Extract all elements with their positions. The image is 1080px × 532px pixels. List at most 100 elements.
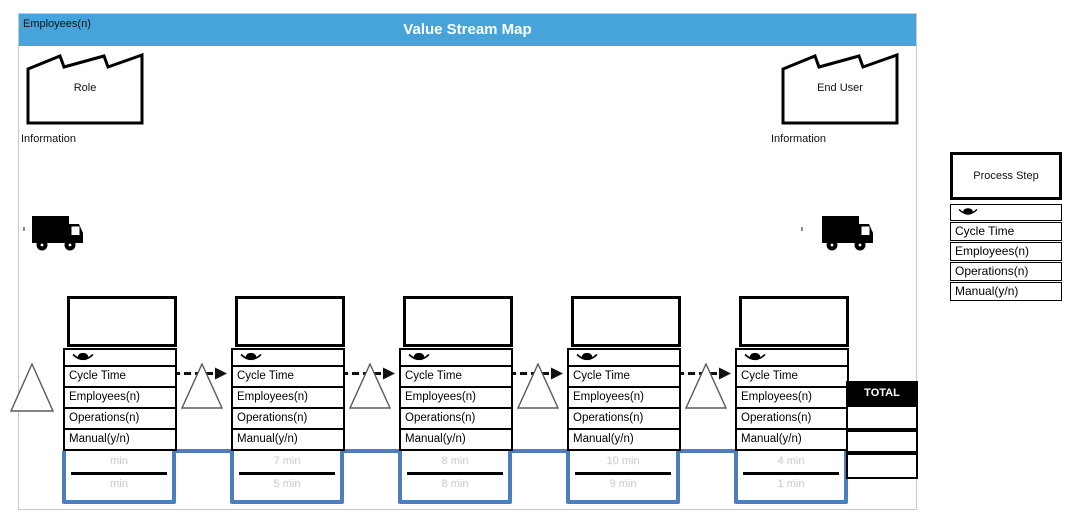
push-arrow-icon[interactable] <box>677 367 731 380</box>
row-label: Manual(y/n) <box>741 433 802 445</box>
supplier-factory-shape[interactable]: Role <box>26 52 144 125</box>
table-row[interactable]: Cycle Time <box>399 365 513 388</box>
table-row[interactable]: Operations(n) <box>63 407 177 430</box>
timeline-divider <box>239 472 335 475</box>
table-row[interactable]: Operations(n) <box>735 407 849 430</box>
timeline-divider <box>407 472 503 475</box>
timeline-top-value: 10 min <box>606 455 640 467</box>
inventory-triangle-icon[interactable] <box>9 362 55 417</box>
table-row[interactable]: Cycle Time <box>567 365 681 388</box>
eye-icon <box>72 352 94 361</box>
eye-icon <box>958 208 978 215</box>
table-row[interactable]: Employees(n) <box>399 386 513 409</box>
process-data-table: Cycle Time Employees(n) Operations(n) Ma… <box>231 348 345 451</box>
page-title: Value Stream Map <box>403 21 532 38</box>
shipment-truck-left[interactable] <box>29 209 91 255</box>
legend-row[interactable]: Employees(n) <box>950 242 1062 261</box>
row-label: Cycle Time <box>741 370 798 382</box>
table-row[interactable]: Operations(n) <box>399 407 513 430</box>
table-row[interactable]: Manual(y/n) <box>567 428 681 451</box>
table-row[interactable]: Cycle Time <box>231 365 345 388</box>
customer-factory-shape[interactable]: End User <box>781 52 899 125</box>
table-row[interactable]: Operations(n) <box>231 407 345 430</box>
row-label: Operations(n) <box>237 412 308 424</box>
process-step-group[interactable]: Cycle Time Employees(n) Operations(n) Ma… <box>567 296 681 466</box>
push-arrow-icon[interactable] <box>341 367 395 380</box>
table-row[interactable]: Manual(y/n) <box>735 428 849 451</box>
legend-observe-row[interactable] <box>950 204 1062 221</box>
process-step-group[interactable]: Cycle Time Employees(n) Operations(n) Ma… <box>231 296 345 466</box>
tiny-mark <box>801 227 803 231</box>
process-step-box[interactable] <box>235 296 345 347</box>
factory-icon <box>781 52 899 125</box>
process-data-table: Cycle Time Employees(n) Operations(n) Ma… <box>63 348 177 451</box>
process-data-table: Cycle Time Employees(n) Operations(n) Ma… <box>567 348 681 451</box>
timeline-divider <box>71 472 167 475</box>
process-step-box[interactable] <box>403 296 513 347</box>
row-label: Manual(y/n) <box>237 433 298 445</box>
timeline-bottom-value: 1 min <box>777 478 805 490</box>
table-row[interactable]: Employees(n) <box>735 386 849 409</box>
factory-icon <box>26 52 144 125</box>
total-cell[interactable] <box>846 453 918 479</box>
legend-row[interactable]: Manual(y/n) <box>950 282 1062 301</box>
inventory-triangle-icon[interactable] <box>348 362 392 414</box>
process-step-box[interactable] <box>739 296 849 347</box>
inventory-triangle-icon[interactable] <box>684 362 728 414</box>
process-step-group[interactable]: Cycle Time Employees(n) Operations(n) Ma… <box>399 296 513 466</box>
legend-process-step-box[interactable]: Process Step <box>950 152 1062 200</box>
table-row[interactable]: Manual(y/n) <box>231 428 345 451</box>
legend-row[interactable]: Cycle Time <box>950 222 1062 241</box>
timeline-bottom-value: 5 min <box>273 478 301 490</box>
table-row[interactable]: Employees(n) <box>567 386 681 409</box>
eye-icon <box>576 352 598 361</box>
title-bar: Employees(n) Value Stream Map <box>19 14 916 46</box>
process-data-table: Cycle Time Employees(n) Operations(n) Ma… <box>399 348 513 451</box>
total-cell[interactable] <box>846 430 918 453</box>
table-row[interactable]: Operations(n) <box>567 407 681 430</box>
customer-label: End User <box>817 82 863 94</box>
process-step-box[interactable] <box>571 296 681 347</box>
row-label: Employees(n) <box>573 391 644 403</box>
inventory-triangle-icon[interactable] <box>180 362 224 414</box>
table-row[interactable]: Employees(n) <box>63 386 177 409</box>
timeline-bottom-value: min <box>110 478 128 490</box>
total-cell[interactable] <box>846 405 918 430</box>
timeline-top-value: 4 min <box>777 455 805 467</box>
row-label: Operations(n) <box>69 412 140 424</box>
table-row[interactable]: Manual(y/n) <box>399 428 513 451</box>
table-row[interactable]: Manual(y/n) <box>63 428 177 451</box>
row-label: Manual(y/n) <box>405 433 466 445</box>
legend-row[interactable]: Operations(n) <box>950 262 1062 281</box>
row-label: Cycle Time <box>69 370 126 382</box>
total-header: TOTAL <box>846 381 918 405</box>
process-step-group[interactable]: Cycle Time Employees(n) Operations(n) Ma… <box>735 296 849 466</box>
tiny-mark <box>23 227 25 231</box>
table-row[interactable]: Employees(n) <box>231 386 345 409</box>
eye-icon <box>408 352 430 361</box>
row-label: Cycle Time <box>237 370 294 382</box>
process-step-group[interactable]: Cycle Time Employees(n) Operations(n) Ma… <box>63 296 177 466</box>
inventory-triangle-icon[interactable] <box>516 362 560 414</box>
process-step-box[interactable] <box>67 296 177 347</box>
row-label: Cycle Time <box>573 370 630 382</box>
process-data-table: Cycle Time Employees(n) Operations(n) Ma… <box>735 348 849 451</box>
truck-icon <box>32 216 83 251</box>
eye-icon <box>744 352 766 361</box>
timeline-top-value: min <box>110 455 128 467</box>
push-arrow-icon[interactable] <box>173 367 227 380</box>
push-arrow-icon[interactable] <box>509 367 563 380</box>
supplier-label: Role <box>73 82 97 94</box>
table-row[interactable]: Cycle Time <box>63 365 177 388</box>
information-caption-left: Information <box>21 133 77 145</box>
timeline-divider <box>575 472 671 475</box>
timeline-bottom-value: 9 min <box>609 478 637 490</box>
timeline-divider <box>743 472 839 475</box>
table-row[interactable]: Cycle Time <box>735 365 849 388</box>
information-caption-right: Information <box>771 133 827 145</box>
row-label: Employees(n) <box>741 391 812 403</box>
row-label: Operations(n) <box>405 412 476 424</box>
shipment-truck-right[interactable] <box>819 209 881 255</box>
vsm-canvas: Employees(n) Value Stream Map Role Infor… <box>9 13 918 510</box>
timeline-segment: min min <box>64 455 174 492</box>
